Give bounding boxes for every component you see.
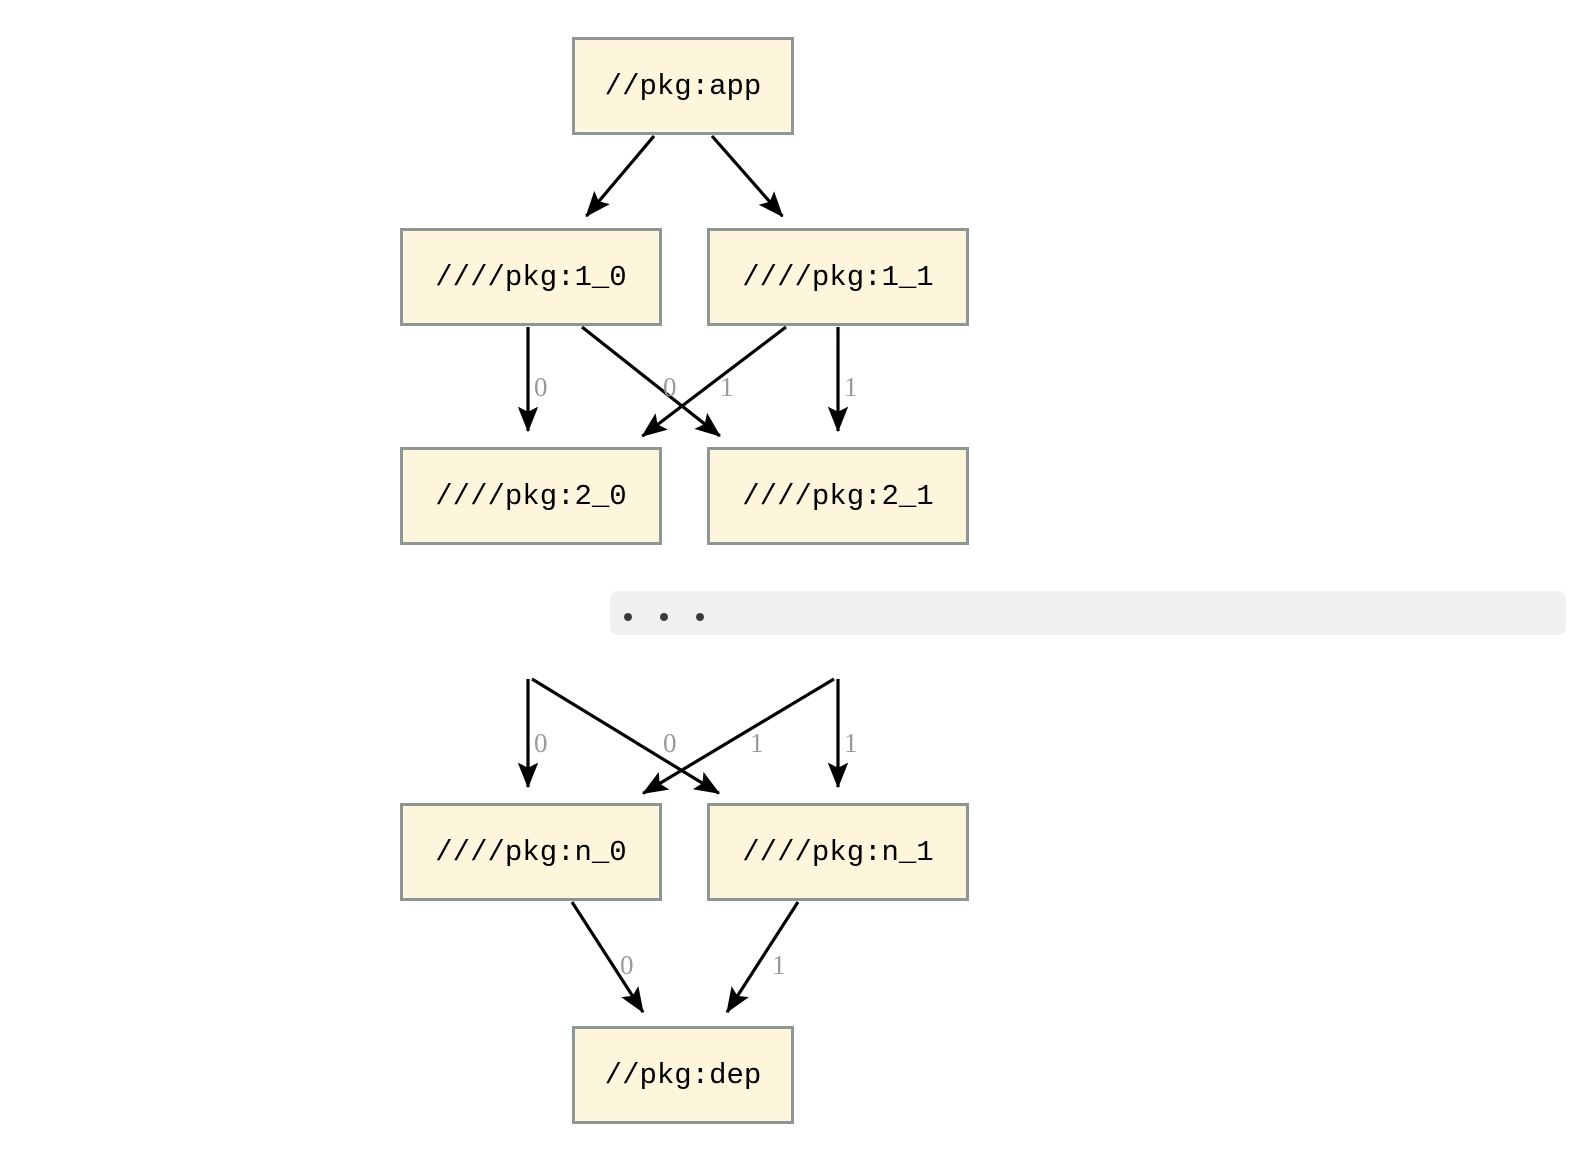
- ellipsis-separator-band: [610, 591, 1566, 635]
- node-label: ////pkg:1_0: [435, 260, 627, 294]
- node-l1_1[interactable]: ////pkg:1_1: [707, 228, 969, 326]
- edge-label: 1: [772, 950, 786, 980]
- node-ln_1[interactable]: ////pkg:n_1: [707, 803, 969, 901]
- node-l2_1[interactable]: ////pkg:2_1: [707, 447, 969, 545]
- node-ln_0[interactable]: ////pkg:n_0: [400, 803, 662, 901]
- edge-label: 1: [720, 372, 734, 402]
- node-app[interactable]: //pkg:app: [572, 37, 794, 135]
- ellipsis-dot: [624, 613, 632, 621]
- node-label: ////pkg:n_1: [742, 835, 934, 869]
- node-label: ////pkg:2_1: [742, 479, 934, 513]
- node-label: //pkg:app: [604, 69, 762, 103]
- edge-label: 0: [534, 372, 548, 402]
- edge-label: 1: [750, 728, 764, 758]
- ellipsis-dot: [696, 613, 704, 621]
- node-label: ////pkg:n_0: [435, 835, 627, 869]
- edge-free-to-ln_1: [531, 677, 720, 795]
- node-l1_0[interactable]: ////pkg:1_0: [400, 228, 662, 326]
- ellipsis-dot: [660, 613, 668, 621]
- node-dep[interactable]: //pkg:dep: [572, 1026, 794, 1124]
- edge-l1_0-to-l2_1: [581, 325, 721, 438]
- edge-label: 0: [534, 728, 548, 758]
- edge-label: 0: [663, 372, 677, 402]
- node-label: ////pkg:1_1: [742, 260, 934, 294]
- edge-label: 1: [844, 372, 858, 402]
- edge-l1_1-to-l2_0: [641, 325, 787, 438]
- edge-label: 0: [663, 728, 677, 758]
- edge-label: 1: [844, 728, 858, 758]
- node-label: ////pkg:2_0: [435, 479, 627, 513]
- node-label: //pkg:dep: [604, 1058, 762, 1092]
- edge-app-to-l1_1: [710, 134, 784, 218]
- edge-label: 0: [620, 950, 634, 980]
- edge-ln_1-to-dep: [725, 901, 800, 1014]
- edge-app-to-l1_0: [585, 134, 656, 218]
- node-l2_0[interactable]: ////pkg:2_0: [400, 447, 662, 545]
- edge-free-to-ln_0: [642, 677, 835, 795]
- edge-ln_0-to-dep: [570, 901, 645, 1014]
- edge-paths: [517, 134, 849, 1014]
- ellipsis-dots: [610, 613, 704, 635]
